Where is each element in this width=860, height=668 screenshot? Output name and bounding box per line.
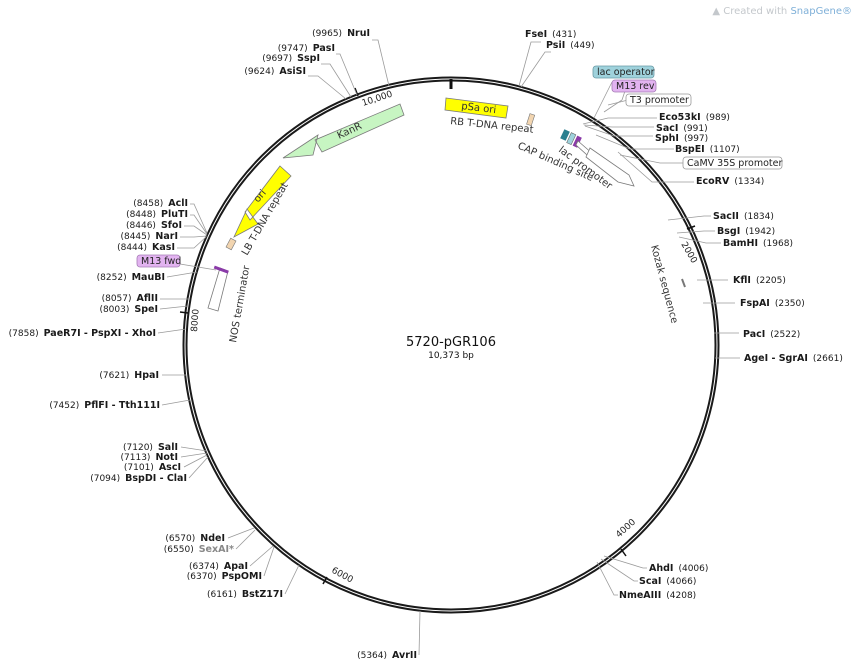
lac-operator-box[interactable] bbox=[566, 132, 577, 146]
ori-arrow[interactable] bbox=[233, 165, 292, 238]
enzyme-label[interactable]: (6570)NdeI bbox=[165, 533, 225, 544]
enzyme-label[interactable]: (7113)NotI bbox=[121, 452, 179, 463]
enzyme-label[interactable]: EcoRV(1334) bbox=[696, 176, 764, 187]
enzyme-label[interactable]: KflI(2205) bbox=[733, 275, 786, 286]
right-enzyme-labels: FseI(431) PsiI(449) Eco53kI(989) SacI(99… bbox=[525, 29, 843, 601]
camv-35s-tag-box[interactable] bbox=[682, 156, 783, 170]
enzyme-label[interactable]: (7858)PaeR7I - PspXI - XhoI bbox=[9, 328, 156, 339]
lb-repeat-box[interactable] bbox=[225, 237, 237, 251]
tick-10000-mark bbox=[354, 87, 359, 97]
enzyme-label[interactable]: BspEI(1107) bbox=[675, 144, 740, 155]
left-enzyme-labels: (9965)NruI (9747)PasI (9697)SspI (9624)A… bbox=[9, 28, 417, 661]
lac-operator-tag: lac operator bbox=[597, 67, 655, 78]
tick-8000-label: 8000 bbox=[190, 308, 202, 332]
enzyme-label[interactable]: NmeAIII(4208) bbox=[619, 590, 696, 601]
enzyme-label[interactable]: (9965)NruI bbox=[312, 28, 370, 39]
snapgene-watermark: ▲ Created with SnapGene® bbox=[712, 6, 852, 17]
watermark-icon: ▲ bbox=[712, 6, 724, 17]
enzyme-label[interactable]: (7621)HpaI bbox=[99, 370, 159, 381]
enzyme-label[interactable]: PacI(2522) bbox=[743, 329, 800, 340]
lac-operator-site[interactable] bbox=[560, 129, 570, 141]
kozak-label: Kozak sequence bbox=[648, 244, 680, 325]
tick-6000-mark bbox=[322, 576, 328, 585]
pSa-ori-label: pSa ori bbox=[461, 101, 497, 116]
enzyme-label[interactable]: FseI(431) bbox=[525, 29, 576, 40]
enzyme-label[interactable]: Eco53kI(989) bbox=[659, 112, 730, 123]
promoter-cluster bbox=[560, 129, 635, 187]
enzyme-label[interactable]: (6374)ApaI bbox=[189, 561, 248, 572]
watermark-brand: SnapGene® bbox=[790, 6, 852, 17]
enzyme-label[interactable]: ScaI(4066) bbox=[639, 576, 696, 587]
enzyme-label[interactable]: (8448)PluTI bbox=[126, 209, 188, 220]
kanr-arrow[interactable] bbox=[282, 103, 405, 159]
enzyme-label[interactable]: BsgI(1942) bbox=[717, 226, 775, 237]
enzyme-label[interactable]: (9747)PasI bbox=[278, 43, 335, 54]
enzyme-label[interactable]: (9697)SspI bbox=[262, 53, 320, 64]
tick-8000-mark bbox=[179, 311, 189, 314]
rb-repeat-label: RB T-DNA repeat bbox=[450, 116, 534, 136]
t3-promoter-tag: T3 promoter bbox=[629, 95, 689, 106]
enzyme-label[interactable]: (6370)PspOMI bbox=[187, 571, 262, 582]
enzyme-label[interactable]: AgeI - SgrAI(2661) bbox=[744, 353, 843, 364]
plasmid-size: 10,373 bp bbox=[428, 351, 474, 361]
right-leader-lines bbox=[518, 41, 740, 596]
enzyme-label[interactable]: BamHI(1968) bbox=[723, 238, 793, 249]
feature-pSa-ori[interactable]: pSa ori bbox=[444, 97, 509, 119]
enzyme-label[interactable]: AhdI(4006) bbox=[649, 563, 708, 574]
boxed-labels: lac operator M13 rev T3 promoter CaMV 35… bbox=[136, 65, 783, 268]
t3-promoter-tag-box[interactable] bbox=[625, 93, 692, 107]
enzyme-label[interactable]: PsiI(449) bbox=[546, 40, 594, 51]
m13-rev-tag-box[interactable] bbox=[611, 79, 657, 93]
kozak-site[interactable] bbox=[681, 278, 686, 288]
m13-rev-tag: M13 rev bbox=[616, 81, 655, 92]
enzyme-label[interactable]: (9624)AsiSI bbox=[244, 66, 306, 77]
nos-terminator-label: NOS terminator bbox=[228, 264, 253, 344]
enzyme-label[interactable]: (8458)AclI bbox=[133, 198, 188, 209]
enzyme-label[interactable]: SacII(1834) bbox=[713, 211, 774, 222]
rb-repeat-box[interactable] bbox=[526, 113, 536, 127]
enzyme-label[interactable]: (5364)AvrII bbox=[357, 650, 417, 661]
enzyme-label[interactable]: (7101)AscI bbox=[124, 462, 181, 473]
tick-2000-mark bbox=[686, 225, 696, 230]
lac-operator-tag-box[interactable] bbox=[592, 65, 655, 79]
enzyme-label[interactable]: (7452)PflFI - Tth111I bbox=[49, 400, 160, 411]
enzyme-label[interactable]: (8003)SpeI bbox=[99, 304, 158, 315]
nos-terminator-arrow[interactable] bbox=[207, 267, 229, 312]
enzyme-label[interactable]: (8444)KasI bbox=[117, 242, 175, 253]
m13-fwd-site[interactable] bbox=[213, 265, 229, 274]
plasmid-name: 5720-pGR106 bbox=[406, 335, 496, 350]
pSa-ori-arrow[interactable] bbox=[444, 97, 509, 119]
camv-35s-arrow[interactable] bbox=[585, 147, 635, 187]
enzyme-label[interactable]: (7120)SalI bbox=[123, 442, 178, 453]
enzyme-label[interactable]: (6550)SexAI* bbox=[164, 544, 234, 555]
enzyme-label[interactable]: SacI(991) bbox=[656, 123, 708, 134]
enzyme-label[interactable]: (8252)MauBI bbox=[97, 272, 165, 283]
enzyme-label[interactable]: (8445)NarI bbox=[120, 231, 178, 242]
tick-4000-mark bbox=[620, 548, 627, 557]
enzyme-label[interactable]: (7094)BspDI - ClaI bbox=[90, 473, 187, 484]
enzyme-label[interactable]: FspAI(2350) bbox=[740, 298, 805, 309]
feature-ori[interactable]: ori bbox=[233, 165, 292, 238]
camv-35s-tag: CaMV 35S promoter bbox=[687, 158, 782, 169]
enzyme-label[interactable]: (8057)AflII bbox=[102, 293, 158, 304]
left-leader-lines bbox=[157, 39, 421, 656]
enzyme-label[interactable]: (6161)BstZ17I bbox=[207, 589, 283, 600]
m13-fwd-tag-box[interactable] bbox=[136, 254, 181, 268]
m13-fwd-tag: M13 fwd bbox=[141, 256, 181, 267]
enzyme-label[interactable]: SphI(997) bbox=[655, 133, 708, 144]
feature-kanr[interactable]: KanR bbox=[282, 103, 405, 159]
enzyme-label[interactable]: (8446)SfoI bbox=[126, 220, 182, 231]
watermark-text: Created with bbox=[723, 6, 791, 17]
leader-fsei bbox=[518, 41, 541, 87]
